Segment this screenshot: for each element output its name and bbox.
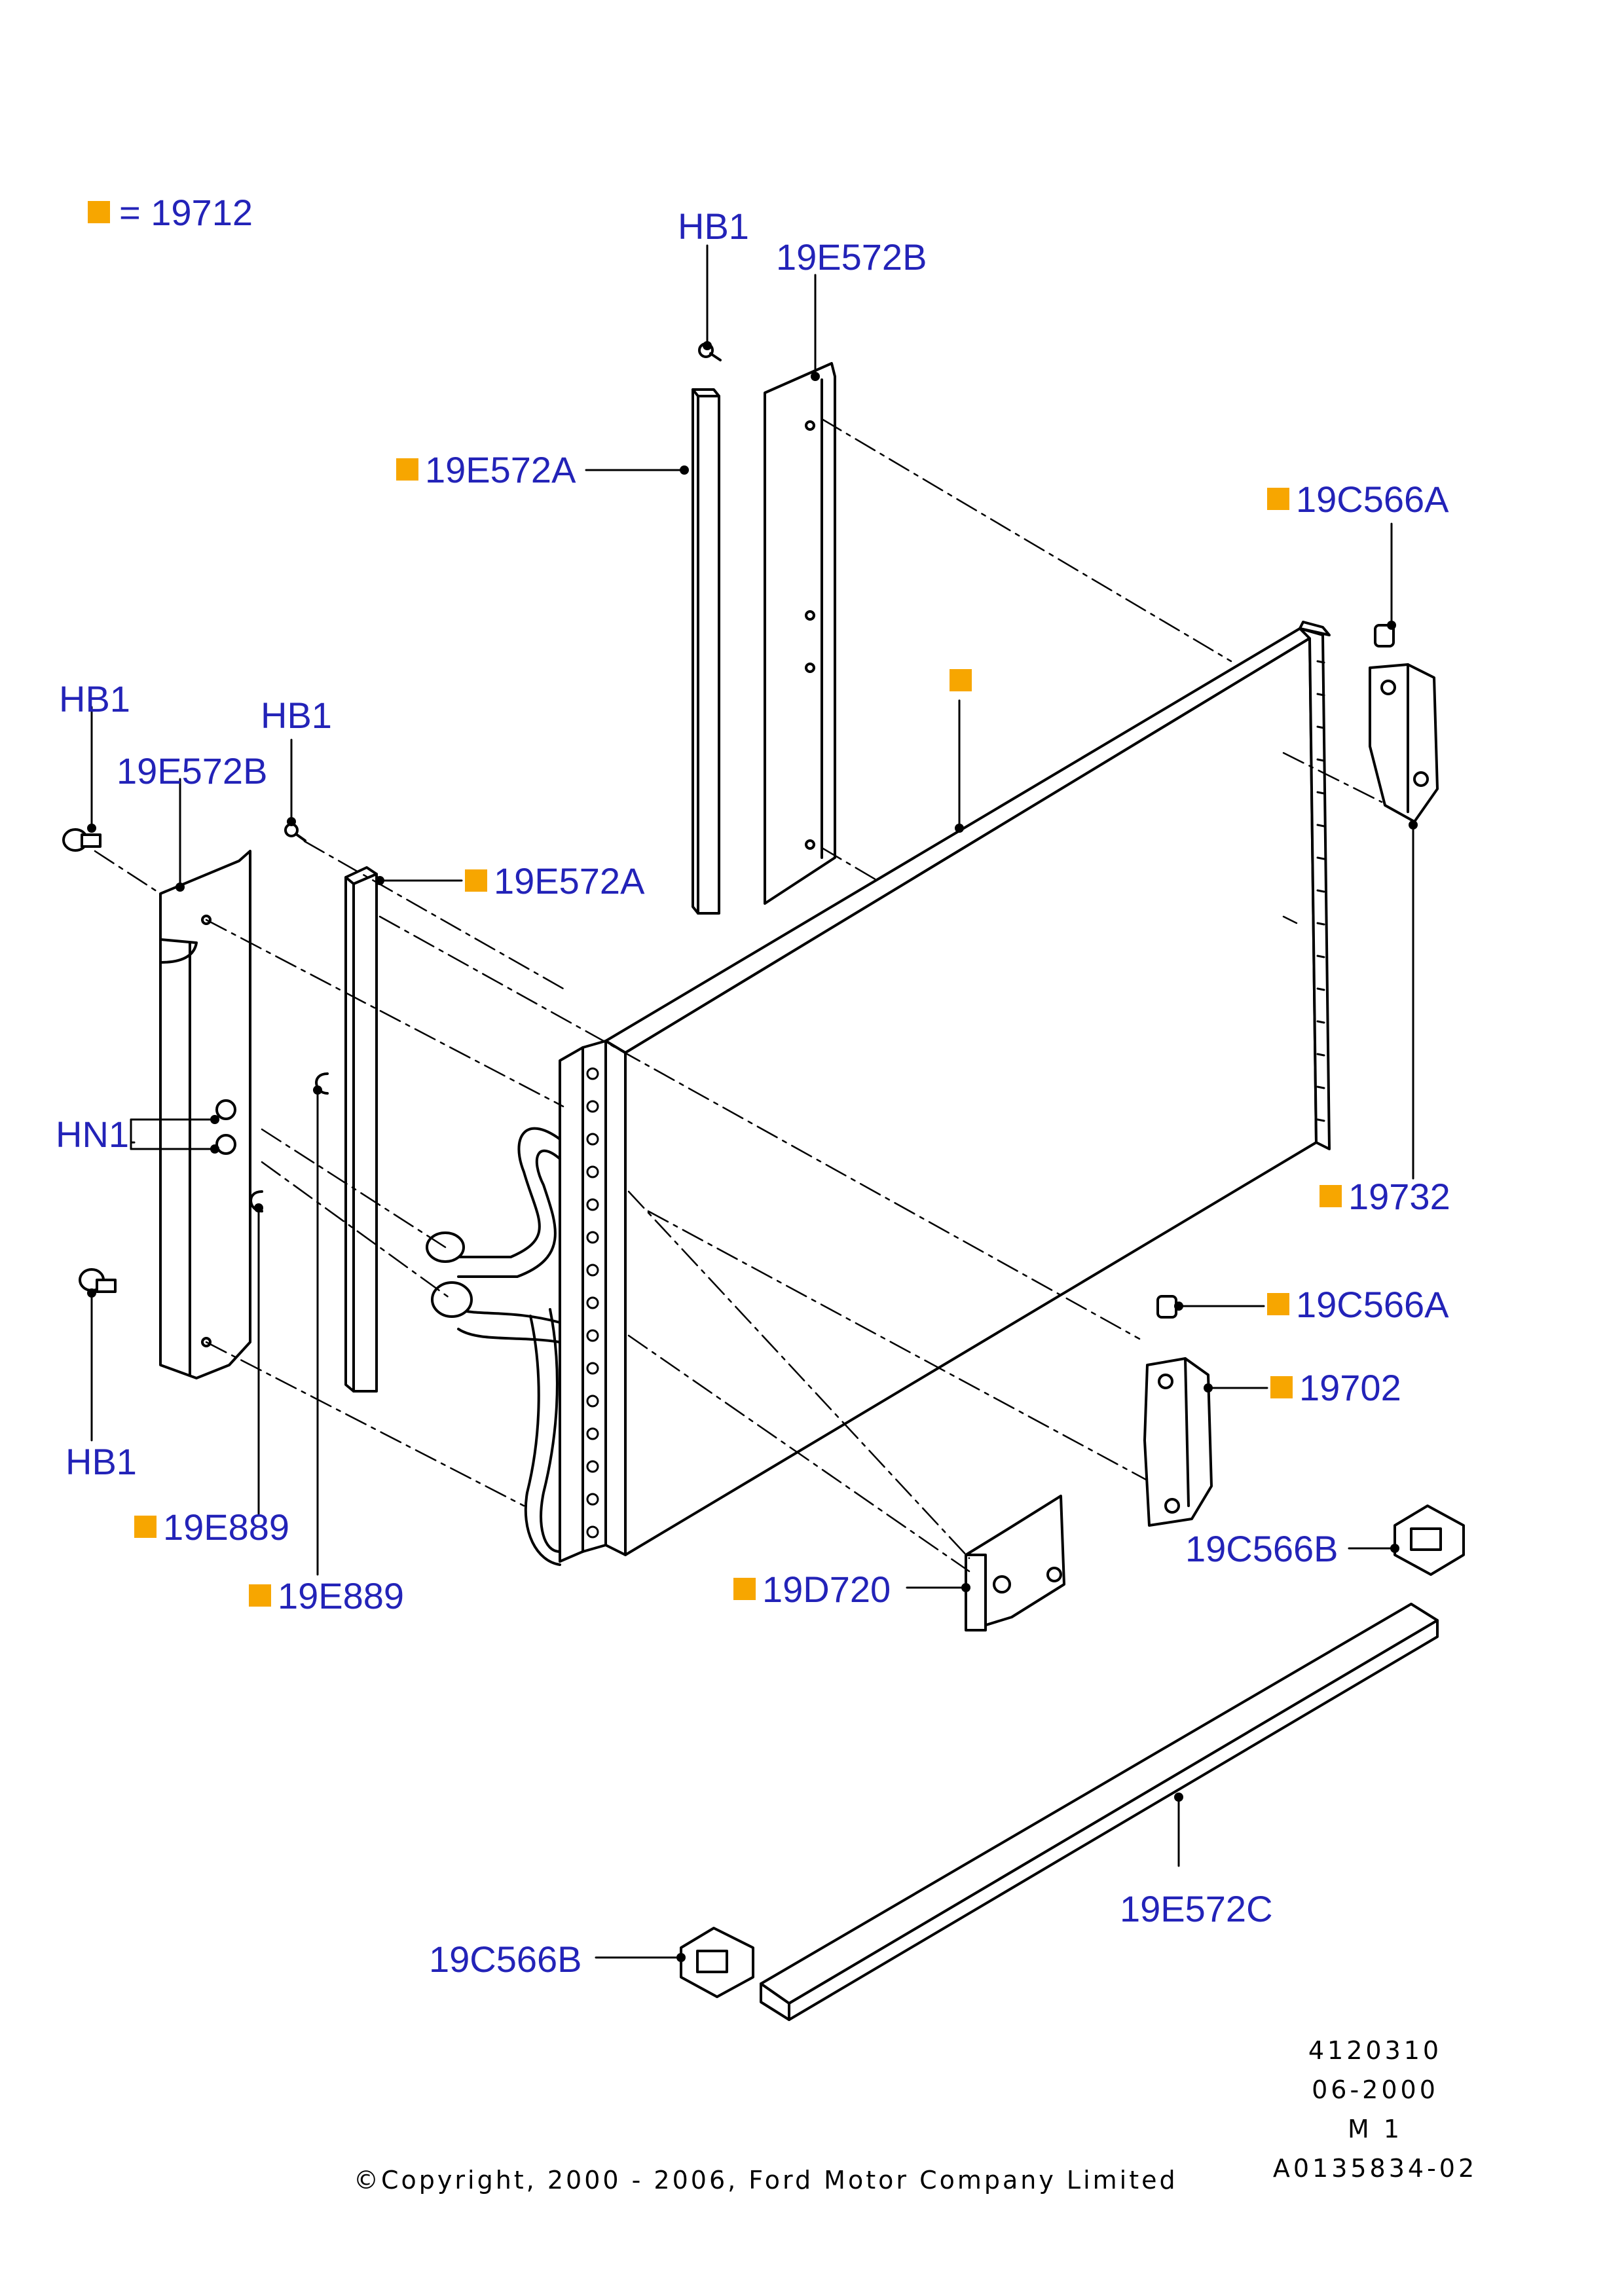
callout-19d720: 19D720 bbox=[733, 1571, 891, 1608]
clip-19e889-b bbox=[315, 1072, 329, 1095]
air-deflector-left bbox=[159, 850, 251, 1379]
callout-text: 19E889 bbox=[163, 1506, 290, 1548]
callout-19c566a-mid: 19C566A bbox=[1267, 1286, 1449, 1323]
bolt-hb1-left-bottom bbox=[79, 1268, 117, 1293]
bolt-hb1-left-top bbox=[62, 828, 101, 852]
bolt-hb1-mid bbox=[284, 823, 306, 842]
bracket-upper bbox=[1369, 624, 1439, 823]
callout-19c566b-right: 19C566B bbox=[1185, 1528, 1338, 1569]
ref-line-3: M 1 bbox=[1347, 2115, 1403, 2143]
callout-19732: 19732 bbox=[1320, 1178, 1450, 1215]
callout-19e889-b: 19E889 bbox=[249, 1578, 404, 1614]
refrigerant-pipes bbox=[426, 1127, 561, 1566]
marker-icon bbox=[733, 1578, 756, 1601]
legend: = 19712 bbox=[88, 191, 253, 234]
legend-text: = 19712 bbox=[119, 192, 253, 233]
marker-icon bbox=[1267, 1293, 1289, 1316]
callout-text: 19E889 bbox=[278, 1575, 405, 1616]
callout-hb1-left-bottom: HB1 bbox=[65, 1441, 137, 1482]
callout-text: 19732 bbox=[1348, 1176, 1450, 1217]
marker-icon-19712 bbox=[950, 669, 972, 691]
callout-19e889-a: 19E889 bbox=[134, 1509, 289, 1546]
marker-icon bbox=[465, 869, 487, 892]
copyright: ©Copyright, 2000 - 2006, Ford Motor Comp… bbox=[354, 2166, 1178, 2195]
marker-icon bbox=[1267, 488, 1289, 511]
callout-19e572b-left: 19E572B bbox=[117, 750, 268, 792]
marker-icon bbox=[249, 1584, 271, 1607]
legend-mark-icon bbox=[88, 201, 110, 224]
callout-hb1-top: HB1 bbox=[678, 206, 749, 247]
seal-bar-bottom bbox=[760, 1603, 1439, 2021]
callout-19e572a-top: 19E572A bbox=[396, 452, 576, 488]
callout-text: 19D720 bbox=[762, 1569, 891, 1610]
marker-icon bbox=[396, 458, 418, 481]
rubber-mount-right bbox=[1393, 1504, 1465, 1576]
ref-line-4: A0135834-02 bbox=[1272, 2154, 1478, 2183]
callout-text: 19702 bbox=[1299, 1367, 1401, 1408]
callout-19e572b-top: 19E572B bbox=[776, 236, 927, 278]
ref-line-1: 4120310 bbox=[1308, 2036, 1443, 2065]
callout-19c566a-top: 19C566A bbox=[1267, 481, 1449, 518]
callout-text: 19C566A bbox=[1296, 479, 1449, 520]
callout-19c566b-bottom: 19C566B bbox=[429, 1939, 582, 1980]
marker-icon bbox=[1270, 1376, 1293, 1399]
bracket-lower bbox=[1143, 1295, 1213, 1527]
marker-icon bbox=[134, 1516, 157, 1539]
bracket-19d720 bbox=[965, 1495, 1065, 1631]
rubber-mount-bottom bbox=[680, 1927, 754, 1998]
callout-hb1-mid: HB1 bbox=[261, 695, 332, 736]
callout-19e572c: 19E572C bbox=[1120, 1888, 1273, 1929]
callout-text: 19E572A bbox=[425, 449, 576, 490]
callout-hb1-left-top: HB1 bbox=[59, 678, 130, 720]
seal-strip-top bbox=[692, 388, 720, 915]
marker-icon bbox=[1320, 1185, 1342, 1208]
ref-line-2: 06-2000 bbox=[1312, 2075, 1439, 2104]
callout-19e572a-mid: 19E572A bbox=[465, 863, 644, 900]
callout-text: 19C566A bbox=[1296, 1284, 1449, 1325]
seal-strip-left bbox=[344, 866, 378, 1393]
callout-19702: 19702 bbox=[1270, 1370, 1401, 1406]
callout-hn1: HN1 bbox=[56, 1114, 130, 1155]
air-deflector-top bbox=[764, 362, 836, 905]
condenser-core bbox=[559, 621, 1331, 1563]
callout-text: 19E572A bbox=[494, 860, 645, 902]
